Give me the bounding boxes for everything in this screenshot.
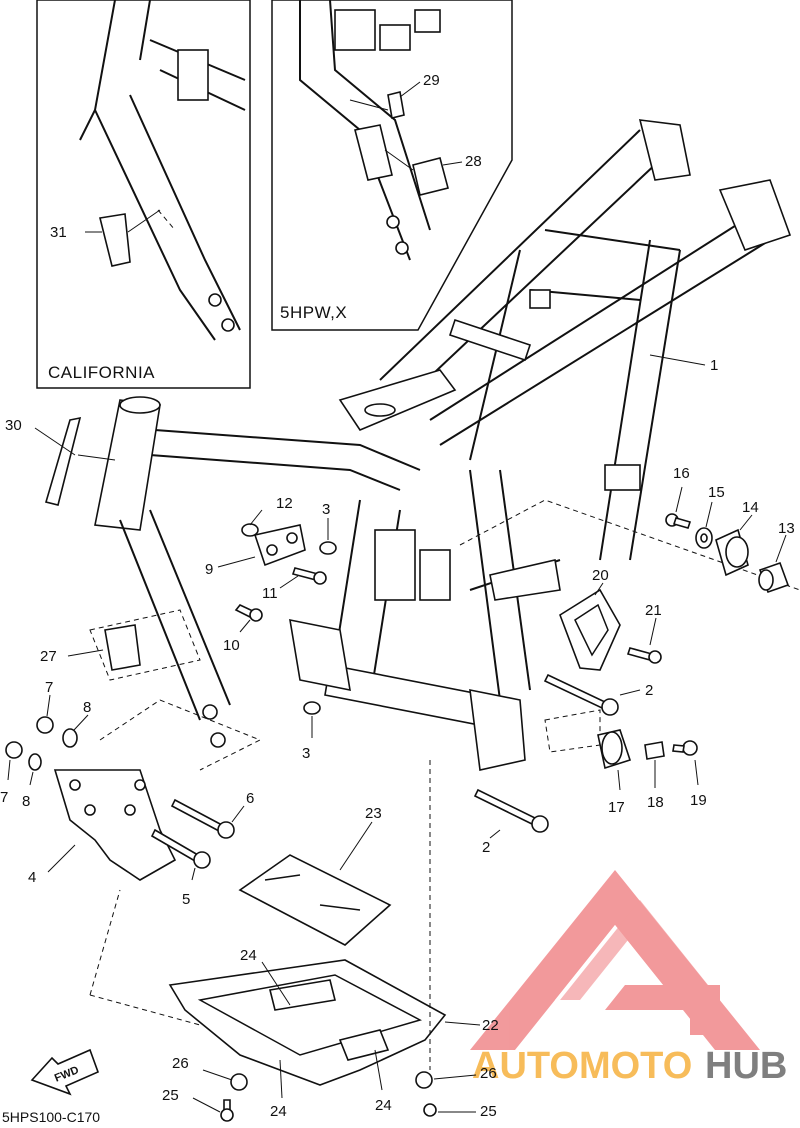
- part-label-7-upper: 7: [45, 679, 53, 696]
- part-label-29: 29: [423, 72, 440, 89]
- diagram-code: 5HPS100-C170: [2, 1109, 100, 1125]
- part-label-20: 20: [592, 567, 609, 584]
- part-label-18: 18: [647, 794, 664, 811]
- part-2-bolt-upper: [543, 673, 607, 710]
- part-label-7-lower: 7: [0, 789, 8, 806]
- part-label-11: 11: [262, 585, 278, 602]
- part-label-4: 4: [28, 869, 36, 886]
- part-18-collar: [644, 741, 665, 760]
- part-label-27: 27: [40, 648, 57, 665]
- inset-california: 31 CALIFORNIA: [36, 0, 251, 389]
- part-label-3-lower: 3: [302, 745, 310, 762]
- part-label-8-lower: 8: [22, 793, 30, 810]
- part-label-17: 17: [608, 799, 625, 816]
- part-label-2-lower: 2: [482, 839, 490, 856]
- watermark-text-automoto: AUTOMOTO: [472, 1045, 692, 1087]
- part-label-15: 15: [708, 484, 725, 501]
- part-label-22: 22: [482, 1017, 499, 1034]
- part-label-24-bottom-right: 24: [375, 1097, 392, 1114]
- part-12-collar: [241, 523, 259, 537]
- part-4-footrest-bracket: [53, 769, 177, 881]
- part-label-26-right: 26: [480, 1065, 497, 1082]
- part-label-14: 14: [742, 499, 759, 516]
- part-9-bracket: [253, 524, 306, 567]
- part-22-skid-plate: [168, 959, 447, 1086]
- part-label-12: 12: [276, 495, 293, 512]
- part-label-1: 1: [710, 357, 718, 374]
- part-3-collar-upper: [319, 541, 337, 555]
- part-26-nut-left: [230, 1073, 248, 1091]
- part-label-2-upper: 2: [645, 682, 653, 699]
- inset-5hpwx: 29 28 5HPW,X: [271, 0, 513, 331]
- part-label-25-left: 25: [162, 1087, 179, 1104]
- part-25-bolt-right: [423, 1103, 437, 1117]
- part-label-25-right: 25: [480, 1103, 497, 1120]
- part-19-bolt: [682, 740, 698, 756]
- part-8-washer-upper: [62, 728, 78, 748]
- part-label-26-left: 26: [172, 1055, 189, 1072]
- part-label-21: 21: [645, 602, 662, 619]
- part-6-bolt: [170, 798, 224, 833]
- part-label-10: 10: [223, 637, 240, 654]
- inset-5hpwx-label: 5HPW,X: [280, 303, 347, 322]
- part-3-collar-lower: [303, 701, 321, 715]
- part-label-9: 9: [205, 561, 213, 578]
- inset-california-label: CALIFORNIA: [48, 363, 155, 382]
- part-label-13: 13: [778, 520, 795, 537]
- watermark-text-hub: HUB: [705, 1045, 787, 1087]
- part-label-24-top: 24: [240, 947, 257, 964]
- part-label-8-upper: 8: [83, 699, 91, 716]
- watermark-logo: [470, 870, 760, 1050]
- part-label-5: 5: [182, 891, 190, 908]
- part-30-tape: [44, 416, 82, 506]
- part-label-3-upper: 3: [322, 501, 330, 518]
- part-label-24-bottom-left: 24: [270, 1103, 287, 1120]
- part-20-guard: [559, 588, 621, 671]
- part-7-nut-upper: [36, 716, 54, 734]
- part-label-23: 23: [365, 805, 382, 822]
- part-8-washer-lower: [28, 753, 42, 771]
- part-label-19: 19: [690, 792, 707, 809]
- part-2-bolt-lower: [473, 788, 537, 826]
- part-7-nut-lower: [5, 741, 23, 759]
- part-label-16: 16: [673, 465, 690, 482]
- part-label-28: 28: [465, 153, 482, 170]
- part-label-30: 30: [5, 417, 22, 434]
- part-label-6: 6: [246, 790, 254, 807]
- fwd-arrow-icon: FWD: [30, 1048, 100, 1096]
- part-26-nut-right: [415, 1071, 433, 1089]
- part-label-31: 31: [50, 224, 67, 241]
- part-27: [104, 624, 141, 671]
- main-frame: [94, 119, 792, 771]
- part-23-plate: [238, 854, 392, 946]
